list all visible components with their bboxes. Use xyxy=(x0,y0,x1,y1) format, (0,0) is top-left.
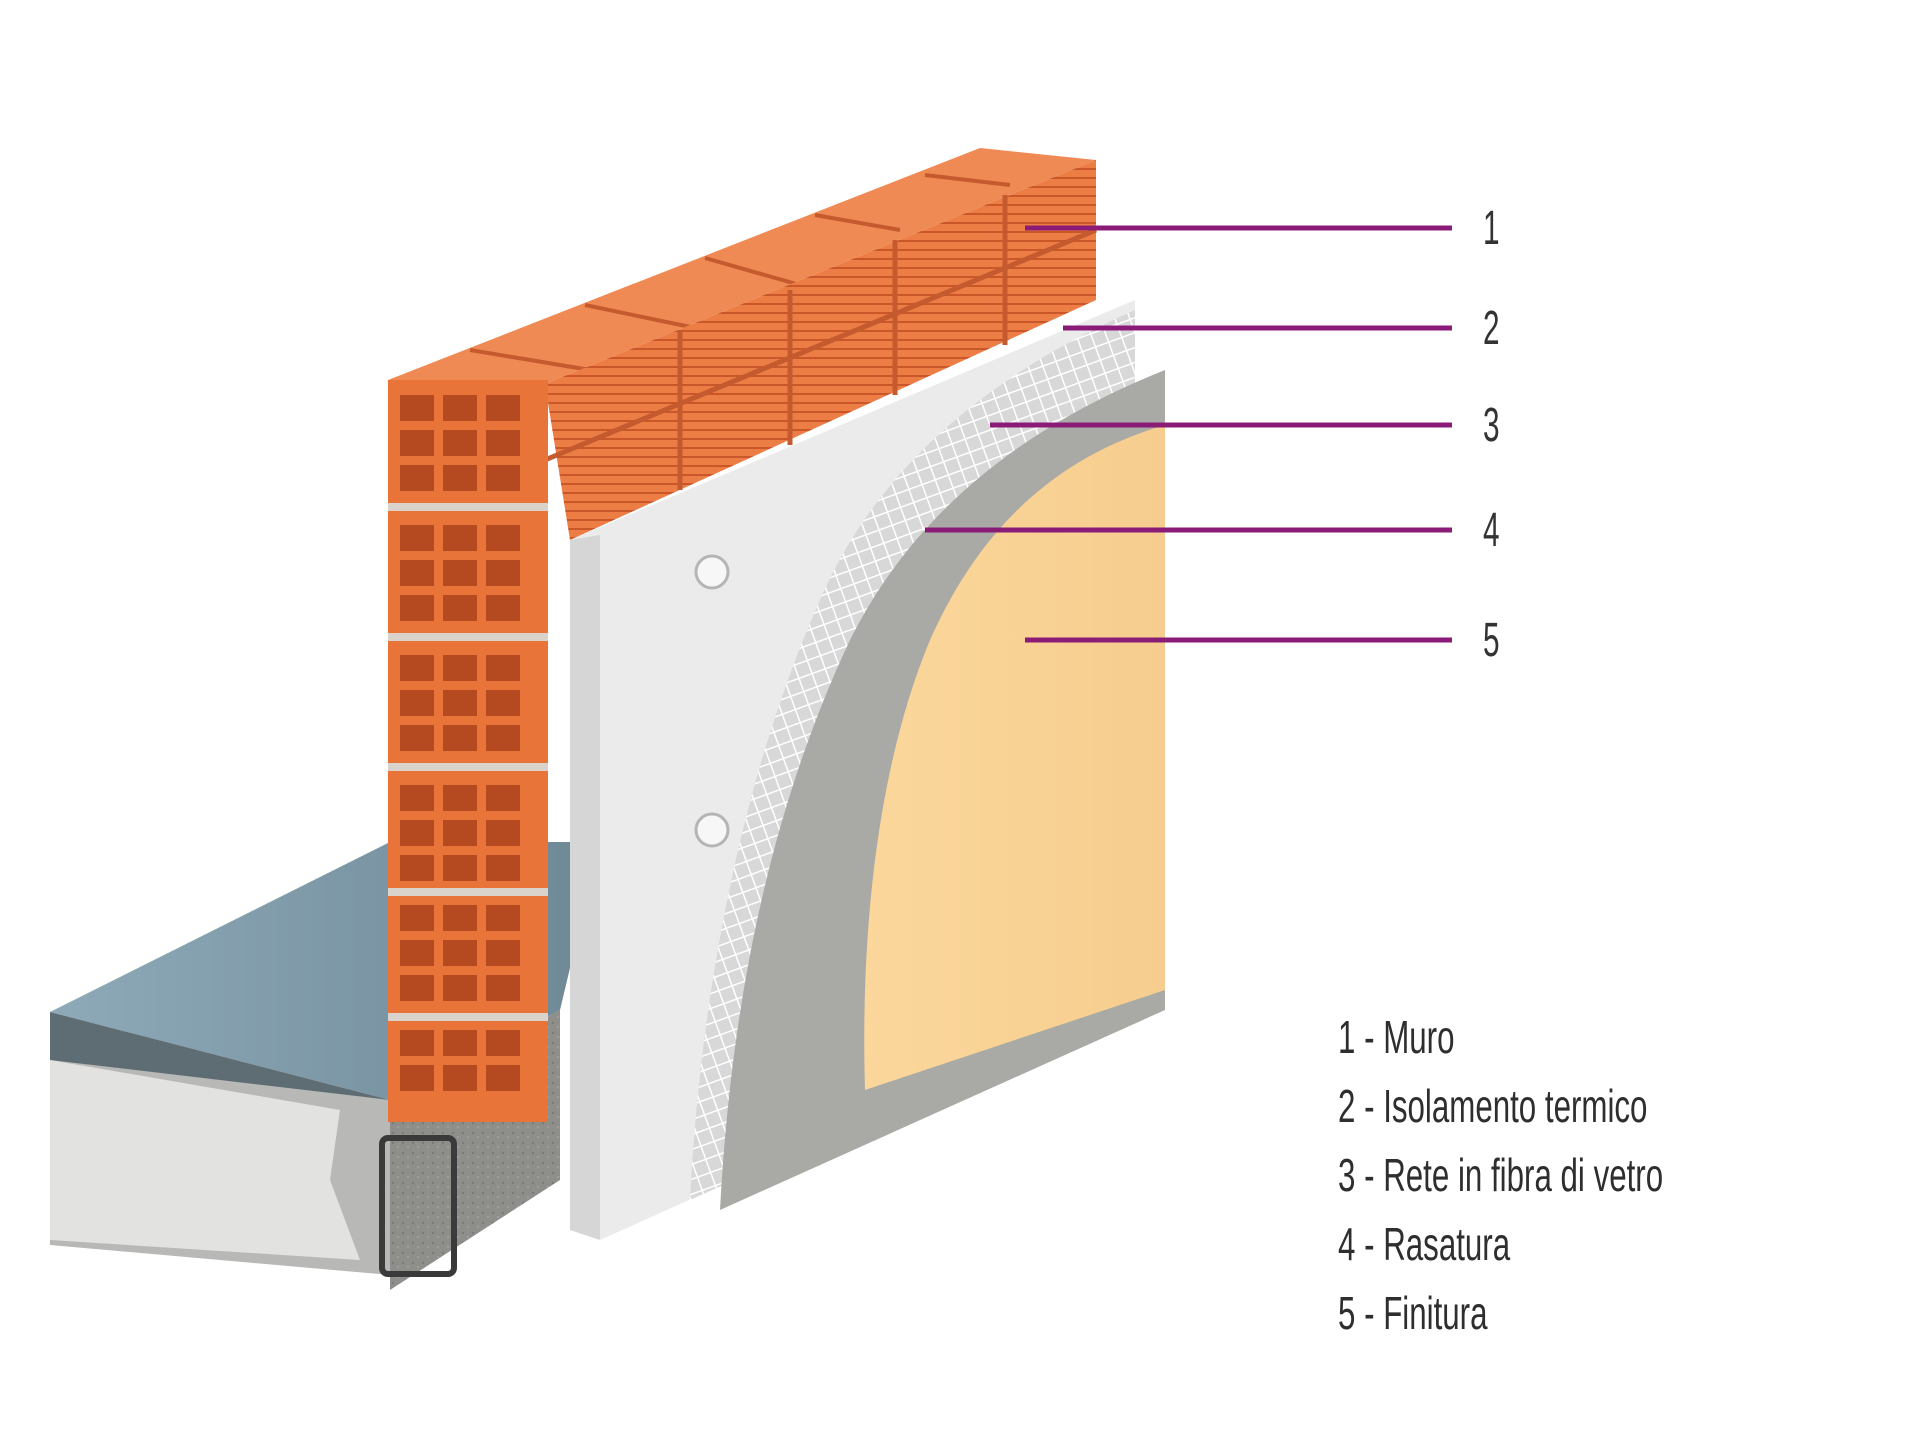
legend-item-rete: 3 - Rete in fibra di vetro xyxy=(1338,1149,1664,1201)
legend-item-isolamento: 2 - Isolamento termico xyxy=(1338,1080,1648,1132)
legend: 1 - Muro 2 - Isolamento termico 3 - Rete… xyxy=(1338,1003,1816,1348)
legend-item-muro: 1 - Muro xyxy=(1338,1011,1455,1063)
callout-number-3: 3 xyxy=(1483,399,1500,452)
legend-item-finitura: 5 - Finitura xyxy=(1338,1287,1488,1339)
anchor-dowel xyxy=(694,812,730,848)
callout-number-4: 4 xyxy=(1483,504,1500,557)
anchor-dowel xyxy=(694,554,730,590)
callout-number-1: 1 xyxy=(1483,202,1500,255)
callout-number-5: 5 xyxy=(1483,614,1500,667)
brick-wall xyxy=(388,148,1097,1122)
callout-number-2: 2 xyxy=(1483,302,1500,355)
callout-lines xyxy=(925,225,1452,643)
legend-item-rasatura: 4 - Rasatura xyxy=(1338,1218,1511,1270)
rebar-frame xyxy=(379,1135,457,1277)
finish-layer xyxy=(864,425,1165,1090)
